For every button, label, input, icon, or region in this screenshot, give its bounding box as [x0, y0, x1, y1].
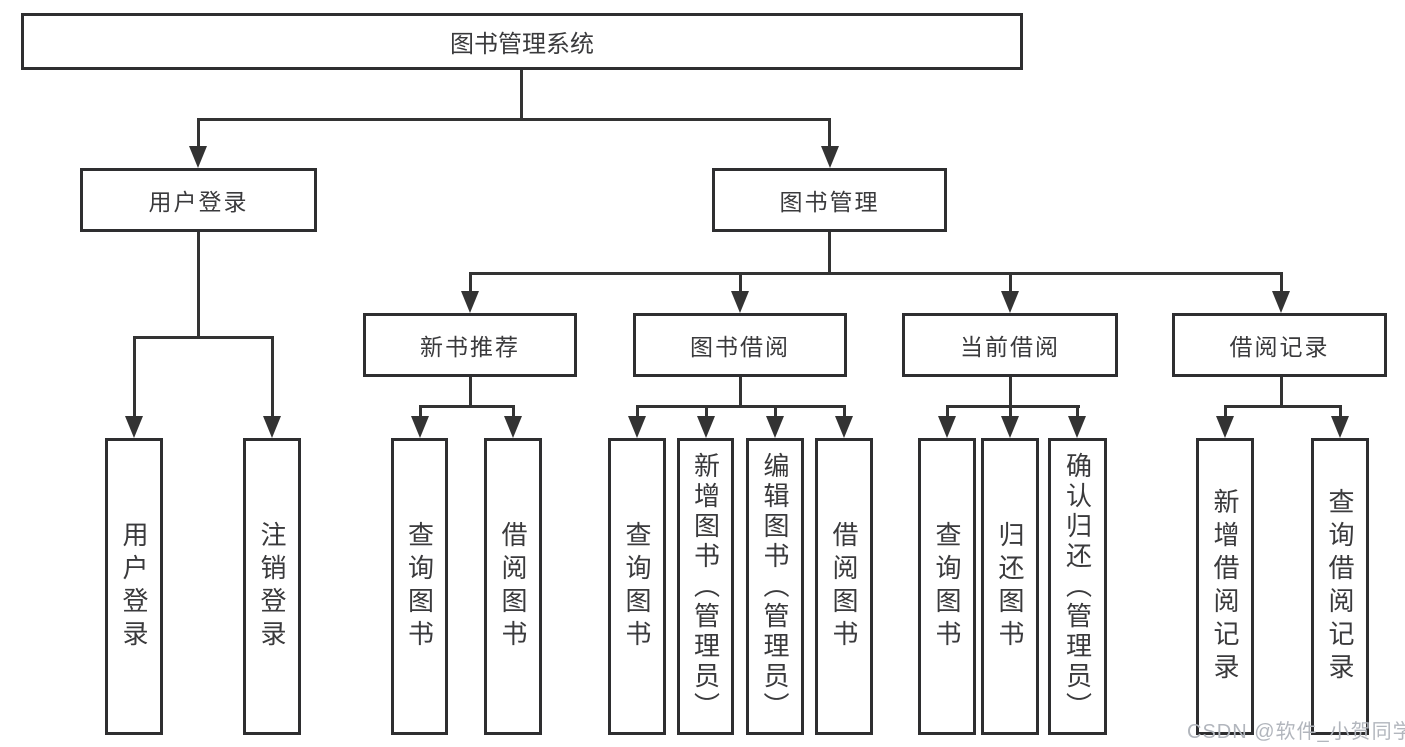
- connector-line: [946, 405, 949, 418]
- node-user-login: 用户登录: [80, 168, 317, 232]
- leaf-query-borrow-record: 查询借阅记录: [1311, 438, 1369, 735]
- leaf-borrow-books-borrowing: 借阅图书: [815, 438, 873, 735]
- arrowhead-icon: [697, 416, 715, 438]
- arrowhead-icon: [731, 291, 749, 313]
- arrowhead-icon: [938, 416, 956, 438]
- leaf-label: 用户登录: [119, 520, 149, 653]
- leaf-edit-book-admin: 编辑图书（管理员）: [746, 438, 804, 735]
- leaf-label: 查询借阅记录: [1325, 487, 1355, 686]
- connector-line: [419, 405, 515, 408]
- node-label: 图书管理系统: [450, 31, 594, 58]
- leaf-label: 确认归还（管理员）: [1062, 451, 1093, 722]
- node-label: 新书推荐: [420, 334, 520, 360]
- connector-line: [133, 336, 136, 418]
- connector-line: [469, 376, 472, 407]
- connector-line: [705, 405, 708, 418]
- connector-line: [271, 336, 274, 418]
- node-book-management: 图书管理: [712, 168, 947, 232]
- leaf-logout: 注销登录: [243, 438, 301, 735]
- leaf-label: 编辑图书（管理员）: [760, 451, 790, 722]
- leaf-query-books-borrowing: 查询图书: [608, 438, 666, 735]
- arrowhead-icon: [263, 416, 281, 438]
- arrowhead-icon: [1272, 291, 1290, 313]
- connector-line: [1009, 376, 1012, 407]
- connector-line: [1280, 376, 1283, 407]
- leaf-user-login: 用户登录: [105, 438, 163, 735]
- leaf-label: 查询图书: [622, 520, 652, 653]
- arrowhead-icon: [628, 416, 646, 438]
- node-current-borrowing: 当前借阅: [902, 313, 1118, 377]
- leaf-return-book: 归还图书: [981, 438, 1039, 735]
- leaf-add-book-admin: 新增图书（管理员）: [677, 438, 734, 735]
- connector-line: [1076, 405, 1079, 418]
- connector-line: [843, 405, 846, 418]
- arrowhead-icon: [1331, 416, 1349, 438]
- arrowhead-icon: [504, 416, 522, 438]
- connector-line: [512, 405, 515, 418]
- connector-line: [1009, 405, 1012, 418]
- connector-line: [1009, 272, 1012, 293]
- connector-line: [774, 405, 777, 418]
- leaf-label: 注销登录: [257, 520, 287, 653]
- connector-line: [1339, 405, 1342, 418]
- leaf-label: 查询图书: [932, 520, 962, 653]
- connector-line: [1224, 405, 1342, 408]
- leaf-label: 借阅图书: [829, 520, 859, 653]
- arrowhead-icon: [1068, 416, 1086, 438]
- node-label: 用户登录: [148, 189, 249, 215]
- arrowhead-icon: [189, 146, 207, 168]
- connector-line: [636, 405, 639, 418]
- connector-line: [197, 118, 200, 148]
- node-label: 图书借阅: [690, 334, 790, 360]
- connector-line: [828, 118, 831, 148]
- node-label: 当前借阅: [960, 334, 1060, 360]
- connector-line: [197, 232, 200, 336]
- leaf-label: 归还图书: [995, 520, 1025, 653]
- leaf-query-books-recommend: 查询图书: [391, 438, 448, 735]
- arrowhead-icon: [766, 416, 784, 438]
- arrowhead-icon: [125, 416, 143, 438]
- leaf-label: 新增借阅记录: [1210, 487, 1240, 686]
- arrowhead-icon: [821, 146, 839, 168]
- leaf-add-borrow-record: 新增借阅记录: [1196, 438, 1254, 735]
- node-library-management-system: 图书管理系统: [21, 13, 1023, 70]
- leaf-label: 新增图书（管理员）: [690, 451, 721, 722]
- node-new-book-recommendation: 新书推荐: [363, 313, 577, 377]
- leaf-label: 查询图书: [404, 520, 435, 653]
- arrowhead-icon: [1001, 291, 1019, 313]
- connector-line: [739, 272, 742, 293]
- arrowhead-icon: [1216, 416, 1234, 438]
- node-borrowing-records: 借阅记录: [1172, 313, 1387, 377]
- leaf-confirm-return-admin: 确认归还（管理员）: [1048, 438, 1107, 735]
- connector-line: [636, 405, 846, 408]
- arrowhead-icon: [1001, 416, 1019, 438]
- connector-line: [197, 118, 831, 121]
- leaf-query-books-current: 查询图书: [918, 438, 976, 735]
- node-label: 借阅记录: [1229, 334, 1330, 360]
- leaf-borrow-books-recommend: 借阅图书: [484, 438, 542, 735]
- connector-line: [1280, 272, 1283, 293]
- arrowhead-icon: [835, 416, 853, 438]
- connector-line: [133, 336, 274, 339]
- arrowhead-icon: [411, 416, 429, 438]
- connector-line: [469, 272, 1283, 275]
- connector-line: [739, 376, 742, 407]
- connector-line: [828, 232, 831, 274]
- watermark: CSDN @软件_小贺同学: [1187, 721, 1405, 743]
- connector-line: [469, 272, 472, 293]
- leaf-label: 借阅图书: [498, 520, 528, 653]
- connector-line: [520, 68, 523, 118]
- node-label: 图书管理: [779, 189, 880, 215]
- connector-line: [419, 405, 422, 418]
- arrowhead-icon: [461, 291, 479, 313]
- connector-line: [946, 405, 1080, 408]
- node-book-borrowing: 图书借阅: [633, 313, 847, 377]
- connector-line: [1224, 405, 1227, 418]
